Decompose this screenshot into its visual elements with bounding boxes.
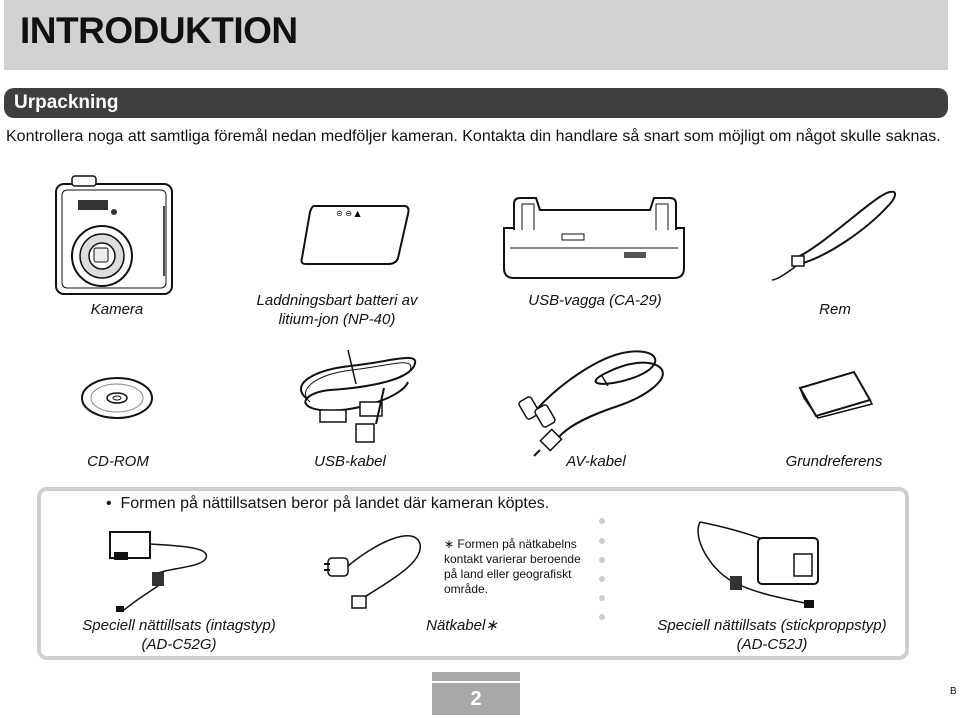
battery-markings: ⊝ ⊖ ▲ xyxy=(336,209,361,218)
title-bar xyxy=(4,0,948,70)
usb-cradle-illustration xyxy=(503,197,685,279)
item-label: Kamera xyxy=(90,301,144,318)
ac-adapter-plug-illustration xyxy=(697,521,819,608)
camera-illustration xyxy=(55,175,173,295)
battery-illustration: ⊝ ⊖ ▲ xyxy=(300,205,410,265)
item-label: USB-kabel xyxy=(314,453,386,470)
item-label: AV-kabel xyxy=(566,453,626,470)
adapter-label: Speciell nättillsats (intagstyp) (AD-C52… xyxy=(82,617,276,653)
strap-illustration xyxy=(771,190,896,281)
bullet-text: • Formen på nättillsatsen beror på lande… xyxy=(106,495,550,512)
dotted-divider xyxy=(599,518,605,620)
item-label: Laddningsbart batteri av litium-jon (NP-… xyxy=(256,292,418,328)
item-label: CD-ROM xyxy=(87,453,149,470)
item-label: Rem xyxy=(819,301,851,318)
section-title: Urpackning xyxy=(14,92,119,113)
adapter-label: Nätkabel∗ xyxy=(426,617,498,634)
av-cable-illustration xyxy=(518,350,664,457)
page-number: 2 xyxy=(470,688,482,710)
manual-illustration xyxy=(798,370,874,419)
section-bar xyxy=(4,88,948,118)
adapter-note-box xyxy=(37,487,909,660)
power-cord-note: ∗ Formen på nätkabelns kontakt varierar … xyxy=(444,537,581,596)
item-label: Grundreferens xyxy=(785,453,883,470)
page-number-tab xyxy=(432,683,520,715)
ac-adapter-inlet-illustration xyxy=(109,531,208,612)
intro-paragraph: Kontrollera noga att samtliga föremål ne… xyxy=(6,128,941,145)
usb-cable-illustration xyxy=(299,349,417,443)
adapter-label: Speciell nättillsats (stickproppstyp) (A… xyxy=(657,617,887,653)
cd-rom-illustration xyxy=(81,377,153,419)
page-tab-top xyxy=(432,672,520,681)
item-label: USB-vagga (CA-29) xyxy=(528,292,662,309)
page-title: INTRODUKTION xyxy=(20,10,298,51)
side-letter: B xyxy=(950,686,957,697)
power-cord-illustration xyxy=(324,535,421,609)
